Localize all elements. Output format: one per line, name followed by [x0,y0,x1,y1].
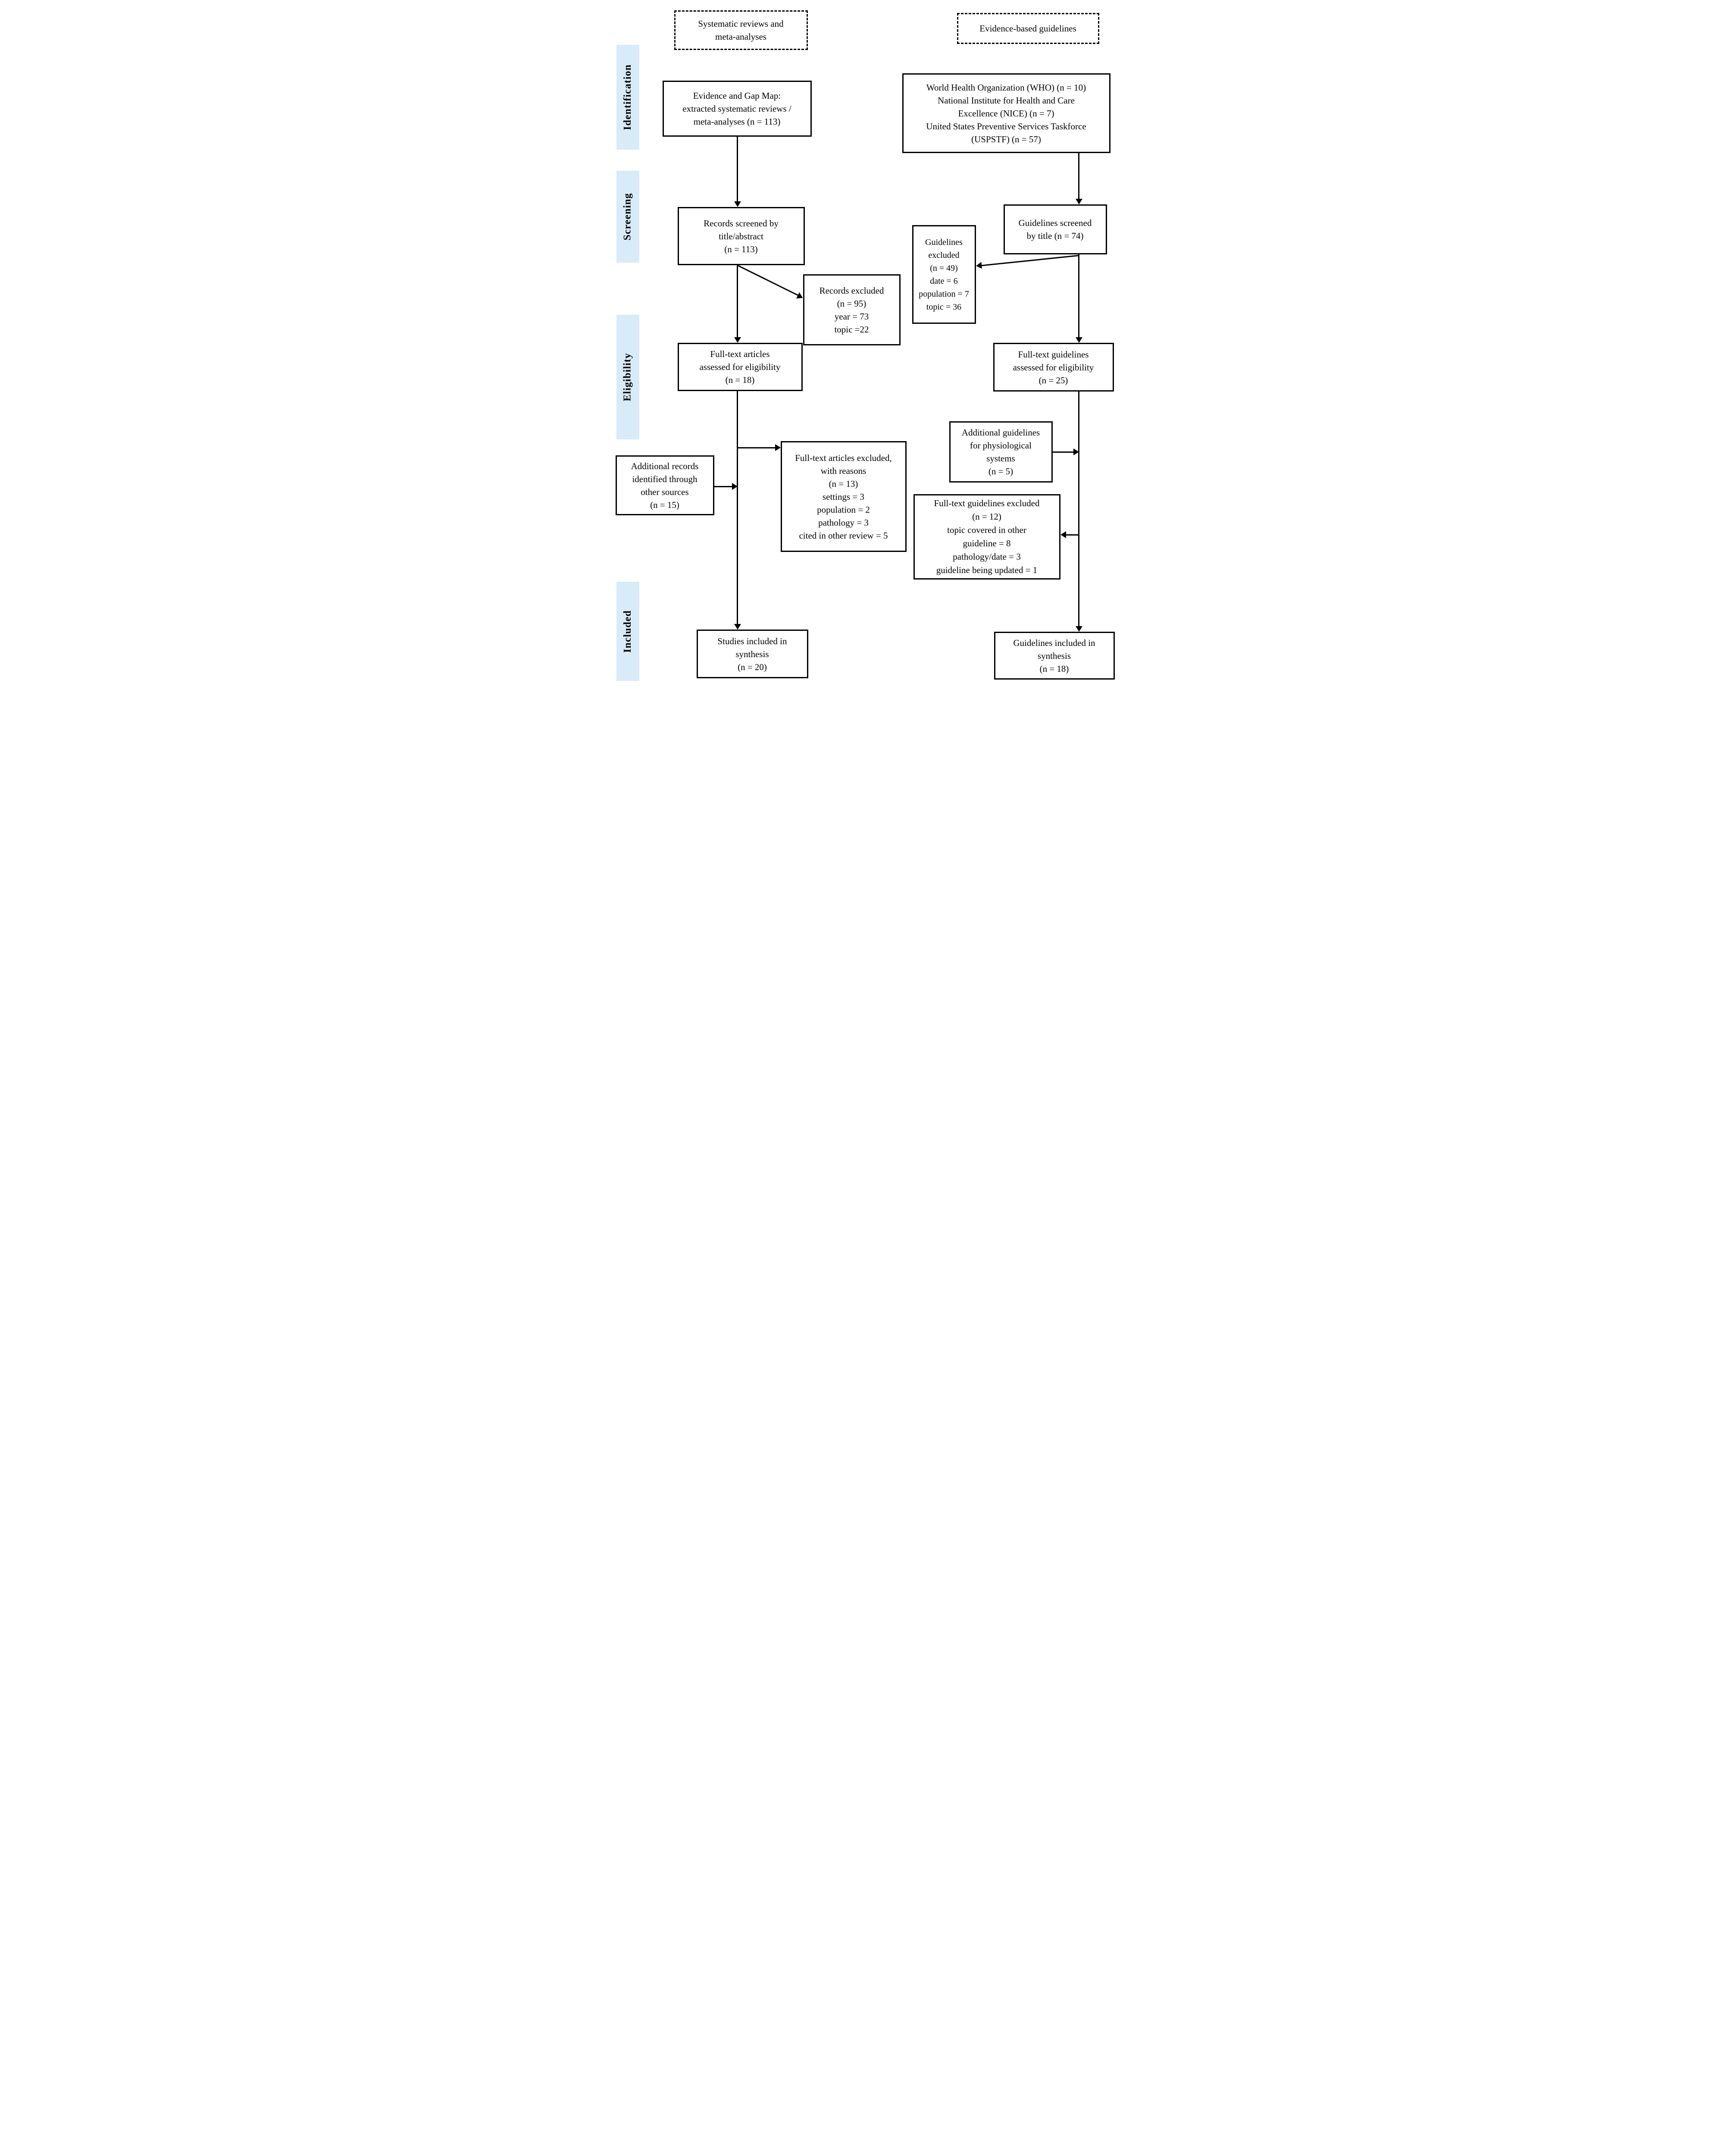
box-guideline-sources: World Health Organization (WHO) (n = 10)… [902,73,1110,153]
box-additional-guidelines: Additional guidelines for physiological … [949,421,1053,483]
box-line: (n = 13) [829,478,858,489]
arrow-additional-guidelines-to-flow [1052,451,1074,453]
box-line: (n = 49) [930,263,958,273]
box-line: meta-analyses (n = 113) [693,116,781,127]
box-fulltext-articles-assessed: Full-text articles assessed for eligibil… [677,343,803,391]
box-line: topic = 36 [926,302,962,312]
arrow-idright-to-screened [1078,153,1079,199]
box-line: (n = 113) [724,244,758,254]
box-evidence-based-guidelines-header: Evidence-based guidelines [957,13,1099,44]
box-line: (n = 5) [988,466,1013,476]
arrow-eligibility-to-included-right [1078,392,1079,627]
box-line: topic covered in other [947,525,1026,535]
box-line: Full-text guidelines [1018,349,1089,360]
box-line: Evidence-based guidelines [979,23,1076,34]
box-line: other sources [641,486,689,497]
box-line: Evidence and Gap Map: [693,91,781,101]
box-line: pathology/date = 3 [953,552,1021,562]
box-line: year = 73 [834,311,869,322]
stage-label-eligibility: Eligibility [616,315,639,439]
stage-label-screening: Screening [616,171,639,263]
box-line: Records excluded [819,285,884,296]
box-fulltext-articles-excluded: Full-text articles excluded, with reason… [780,441,907,552]
box-line: Additional guidelines [961,427,1040,438]
box-line: assessed for eligibility [699,362,781,372]
box-line: (n = 15) [650,499,679,510]
box-line: pathology = 3 [818,517,869,528]
arrow-eligibility-to-included-left [737,391,738,624]
box-fulltext-guidelines-excluded: Full-text guidelines excluded (n = 12) t… [913,494,1060,580]
box-line: for physiological [970,440,1032,451]
box-line: identified through [632,473,698,484]
box-guidelines-excluded: Guidelines excluded (n = 49) date = 6 po… [912,225,976,324]
box-line: (USPSTF) (n = 57) [971,134,1041,144]
stage-label-included: Included [616,582,639,681]
box-additional-records: Additional records identified through ot… [615,455,714,515]
stage-label-text: Included [622,610,633,653]
box-line: population = 2 [817,504,870,515]
stage-label-text: Eligibility [622,353,633,401]
box-guidelines-screened: Guidelines screened by title (n = 74) [1003,204,1107,254]
box-guidelines-included: Guidelines included in synthesis (n = 18… [994,632,1115,680]
stage-label-text: Identification [622,64,633,130]
box-line: date = 6 [930,276,958,286]
box-line: National Institute for Health and Care [938,95,1075,106]
box-line: title/abstract [719,231,763,241]
arrow-idleft-to-screened [737,137,738,202]
box-records-excluded: Records excluded (n = 95) year = 73 topi… [803,274,901,345]
box-line: meta-analyses [715,31,766,42]
box-line: guideline = 8 [963,538,1011,548]
arrow-branch-to-guidelines-excluded-fulltext [1065,534,1079,536]
box-line: Guidelines [925,237,963,247]
box-line: (n = 25) [1038,375,1068,385]
box-line: excluded [928,250,960,260]
stage-label-identification: Identification [616,45,639,150]
box-records-screened: Records screened by title/abstract (n = … [677,207,805,265]
box-line: (n = 18) [1039,663,1069,674]
box-evidence-gap-map: Evidence and Gap Map: extracted systemat… [662,81,812,137]
box-studies-included: Studies included in synthesis (n = 20) [696,630,808,678]
box-fulltext-guidelines-assessed: Full-text guidelines assessed for eligib… [993,343,1114,392]
stage-label-text: Screening [622,193,633,241]
box-line: synthesis [1037,650,1071,661]
box-line: assessed for eligibility [1013,362,1094,373]
arrow-screened-to-guidelines-excluded [981,254,1079,266]
arrow-screened-to-records-excluded [737,264,798,296]
box-line: World Health Organization (WHO) (n = 10) [926,82,1086,93]
arrow-additional-records-to-flow [714,486,732,487]
box-line: (n = 95) [837,298,866,309]
box-line: with reasons [820,465,866,476]
box-line: Full-text guidelines excluded [934,498,1040,508]
box-line: cited in other review = 5 [799,530,888,541]
box-line: systems [986,453,1015,464]
box-line: United States Preventive Services Taskfo… [926,121,1086,132]
arrow-branch-to-articles-excluded [737,447,776,448]
arrow-screened-to-eligibility-left [737,265,738,338]
box-line: synthesis [735,649,769,659]
box-line: by title (n = 74) [1026,231,1084,241]
box-line: Guidelines screened [1018,218,1092,228]
box-line: Studies included in [717,636,787,646]
box-line: Full-text articles [710,349,770,359]
arrow-screened-to-eligibility-right [1078,254,1079,338]
box-line: topic =22 [834,324,869,335]
box-line: population = 7 [919,289,969,299]
box-line: (n = 12) [972,511,1001,522]
box-line: guideline being updated = 1 [936,565,1038,575]
box-line: settings = 3 [822,491,864,502]
box-line: (n = 20) [738,661,767,672]
box-line: Additional records [631,461,699,471]
box-line: Excellence (NICE) (n = 7) [958,108,1054,119]
box-line: extracted systematic reviews / [682,103,791,114]
box-systematic-reviews-header: Systematic reviews and meta-analyses [674,10,808,50]
box-line: (n = 18) [725,375,755,385]
box-line: Guidelines included in [1013,637,1095,648]
prisma-flow-diagram: Identification Screening Eligibility Inc… [602,0,1134,682]
box-line: Records screened by [704,218,779,229]
box-line: Full-text articles excluded, [795,452,892,463]
box-line: Systematic reviews and [698,19,784,29]
